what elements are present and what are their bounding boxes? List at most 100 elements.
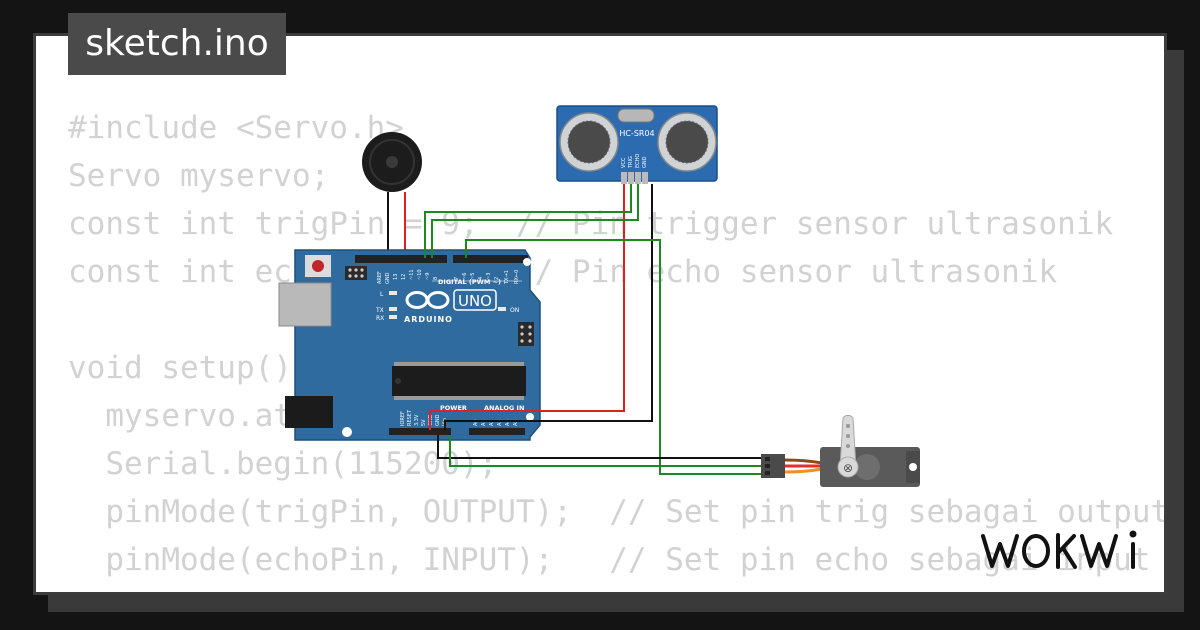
pin-label: 3.3V: [414, 414, 420, 426]
arduino-logo: ARDUINO UNO: [404, 289, 497, 324]
code-line: const int trigPin = 9; // Pin trigger se…: [68, 206, 1114, 242]
pin-label: 8: [433, 277, 439, 280]
sensor-pin: [621, 172, 627, 184]
pin-label: A1: [481, 419, 487, 426]
pin-label: ~10: [417, 269, 423, 280]
led-tx: [389, 307, 397, 311]
pin-label: 5V: [421, 419, 427, 426]
pin-label: AREF: [377, 271, 383, 284]
wires: [424, 184, 762, 475]
analog-pin-labels: A0 A1 A2 A3 A4 A5: [473, 419, 519, 426]
led-label: L: [380, 291, 384, 298]
buzzer[interactable]: [362, 132, 422, 262]
pin-label: A5: [513, 419, 519, 426]
wire-trig: [424, 184, 632, 258]
wire-echo: [431, 184, 639, 258]
led-rx: [389, 315, 397, 319]
digital-pin-labels: AREF GND 13 12 ~11 ~10 ~9 8 7 ~6 ~5 4 ~3…: [377, 269, 520, 285]
pin-label: ~5: [470, 273, 476, 280]
file-title: sketch.ino: [68, 13, 286, 75]
wire-servo-gnd: [437, 435, 762, 459]
reset-button[interactable]: [312, 260, 324, 272]
uno-label: UNO: [458, 292, 492, 310]
microcontroller-chip: [392, 362, 526, 400]
wokwi-wordmark: [981, 533, 1135, 569]
digital-header-right: [453, 255, 528, 263]
chip-pins-top: [394, 362, 524, 366]
mount-hole: [342, 427, 352, 437]
wokwi-logo[interactable]: [978, 522, 1153, 582]
pin-label: 4: [478, 277, 484, 280]
servo-gear-housing: [854, 454, 880, 480]
uno-badge: [453, 289, 497, 311]
arduino-uno-board[interactable]: AREF GND 13 12 ~11 ~10 ~9 8 7 ~6 ~5 4 ~3…: [278, 249, 541, 441]
crystal: [617, 108, 655, 123]
servo-tab-hole: [909, 463, 917, 471]
icsp-header-right: [518, 322, 534, 346]
logo-letter: [1056, 533, 1077, 569]
code-line: pinMode(trigPin, OUTPUT); // Set pin tri…: [68, 494, 1167, 530]
pin-label: ~6: [462, 273, 468, 280]
chip-pins-bottom: [394, 396, 524, 400]
servo-horn: [839, 414, 857, 468]
ultrasonic-sensor[interactable]: HC-SR04 VCC TRIG ECHO GND: [556, 105, 718, 184]
servo-screw-icon: ⊗: [843, 461, 853, 475]
transducer-left-grille: [567, 120, 611, 164]
code-line: Serial.begin(115200);: [68, 446, 498, 482]
analog-label: ANALOG IN: [484, 404, 524, 412]
pin-label: A3: [497, 419, 503, 426]
code-line: Servo myservo;: [68, 158, 330, 194]
chip-body: [392, 366, 526, 396]
pin-label: GND: [385, 272, 391, 284]
servo-horn-hub: [837, 456, 859, 478]
pin-label: ~3: [486, 273, 492, 280]
sensor-pin-label: VCC: [621, 157, 627, 168]
sensor-pin: [628, 172, 634, 184]
wire-servo-signal: [465, 239, 762, 475]
buzzer-hole: [386, 156, 398, 168]
pin-label: ~11: [409, 269, 415, 280]
led-on: [498, 307, 506, 311]
pin-label: GND: [435, 414, 441, 426]
led-label: TX: [375, 307, 384, 314]
digital-header-label: DIGITAL (PWM ~): [438, 278, 501, 286]
pin-label: RESET: [407, 409, 413, 426]
pin-label: RX←0: [514, 270, 520, 284]
buzzer-ring: [369, 139, 415, 185]
sensor-pin: [635, 172, 641, 184]
pin-label: 12: [401, 274, 407, 280]
status-leds: L TX RX ON: [375, 291, 519, 322]
logo-letter: [1080, 534, 1118, 568]
arduino-wordmark: ARDUINO: [404, 315, 453, 324]
pin-label: 13: [393, 274, 399, 280]
pin-label: IOREF: [400, 411, 406, 426]
pin-label: A0: [473, 419, 479, 426]
wire-gnd: [444, 184, 653, 430]
led-label: RX: [376, 315, 384, 322]
logo-loop-right: [426, 291, 450, 309]
power-header: [389, 428, 451, 435]
digital-header-left: [355, 255, 447, 263]
power-label: POWER: [440, 404, 467, 412]
servo-wire-brown: [784, 458, 823, 465]
pin-label: ~9: [425, 273, 431, 280]
wire-servo-vcc: [449, 435, 762, 467]
logo-letter: [981, 534, 1019, 568]
sensor-pin-label: TRIG: [628, 156, 634, 169]
pin-label: A2: [489, 419, 495, 426]
pin-label: 7: [454, 277, 460, 280]
logo-dot: [1129, 530, 1137, 538]
transducer-right-mesh: [666, 121, 708, 163]
led-l: [389, 291, 397, 295]
sensor-pin-label: ECHO: [635, 154, 641, 168]
usb-port: [278, 282, 332, 327]
power-jack: [285, 396, 333, 428]
sensor-pin: [642, 172, 648, 184]
mount-hole: [523, 258, 531, 266]
servo-motor[interactable]: ⊗: [761, 414, 920, 487]
logo-letter: [1022, 534, 1050, 568]
servo-connector: [761, 454, 785, 478]
icsp-header-top: [345, 266, 367, 280]
pin-label: TX→1: [504, 270, 510, 285]
